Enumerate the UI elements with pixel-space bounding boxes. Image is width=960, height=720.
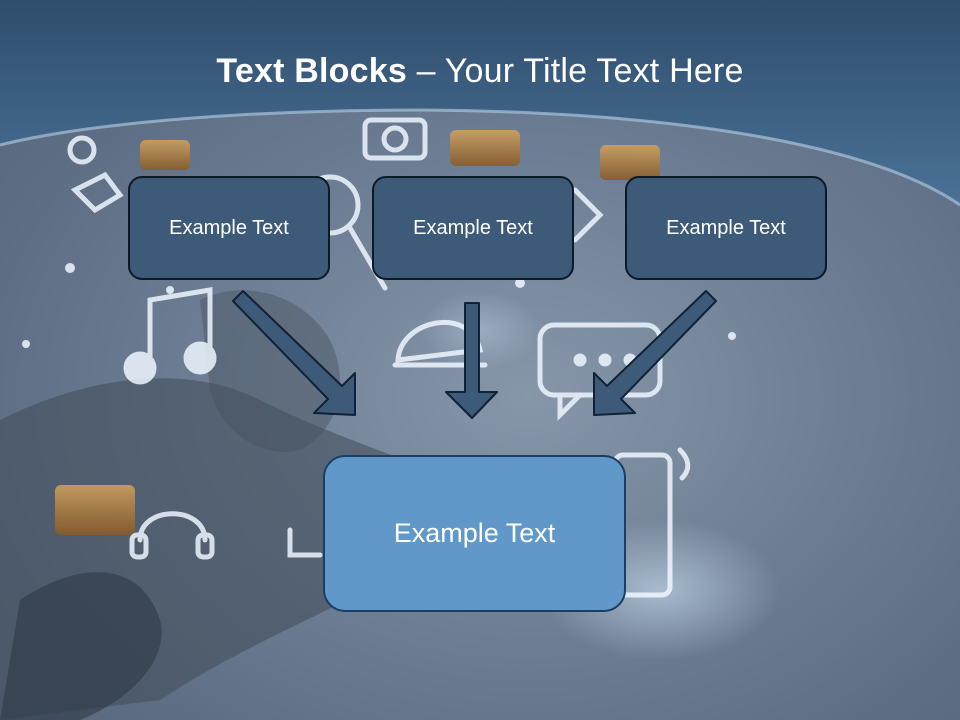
text-block-1-label: Example Text [169, 216, 289, 239]
text-block-2: Example Text [372, 176, 574, 280]
text-block-main-label: Example Text [393, 518, 556, 548]
title-rest: – Your Title Text Here [406, 52, 744, 90]
arrow-left [232, 290, 356, 416]
slide-title: Text Blocks – Your Title Text Here [0, 52, 960, 91]
text-block-3: Example Text [625, 176, 827, 280]
text-block-2-label: Example Text [413, 216, 533, 239]
title-bold: Text Blocks [216, 52, 407, 90]
text-block-3-label: Example Text [666, 216, 786, 239]
arrow-right [593, 290, 717, 416]
arrow-center [445, 302, 498, 419]
coin-stack [55, 130, 660, 535]
text-block-main: Example Text [323, 455, 626, 612]
text-block-1: Example Text [128, 176, 330, 280]
